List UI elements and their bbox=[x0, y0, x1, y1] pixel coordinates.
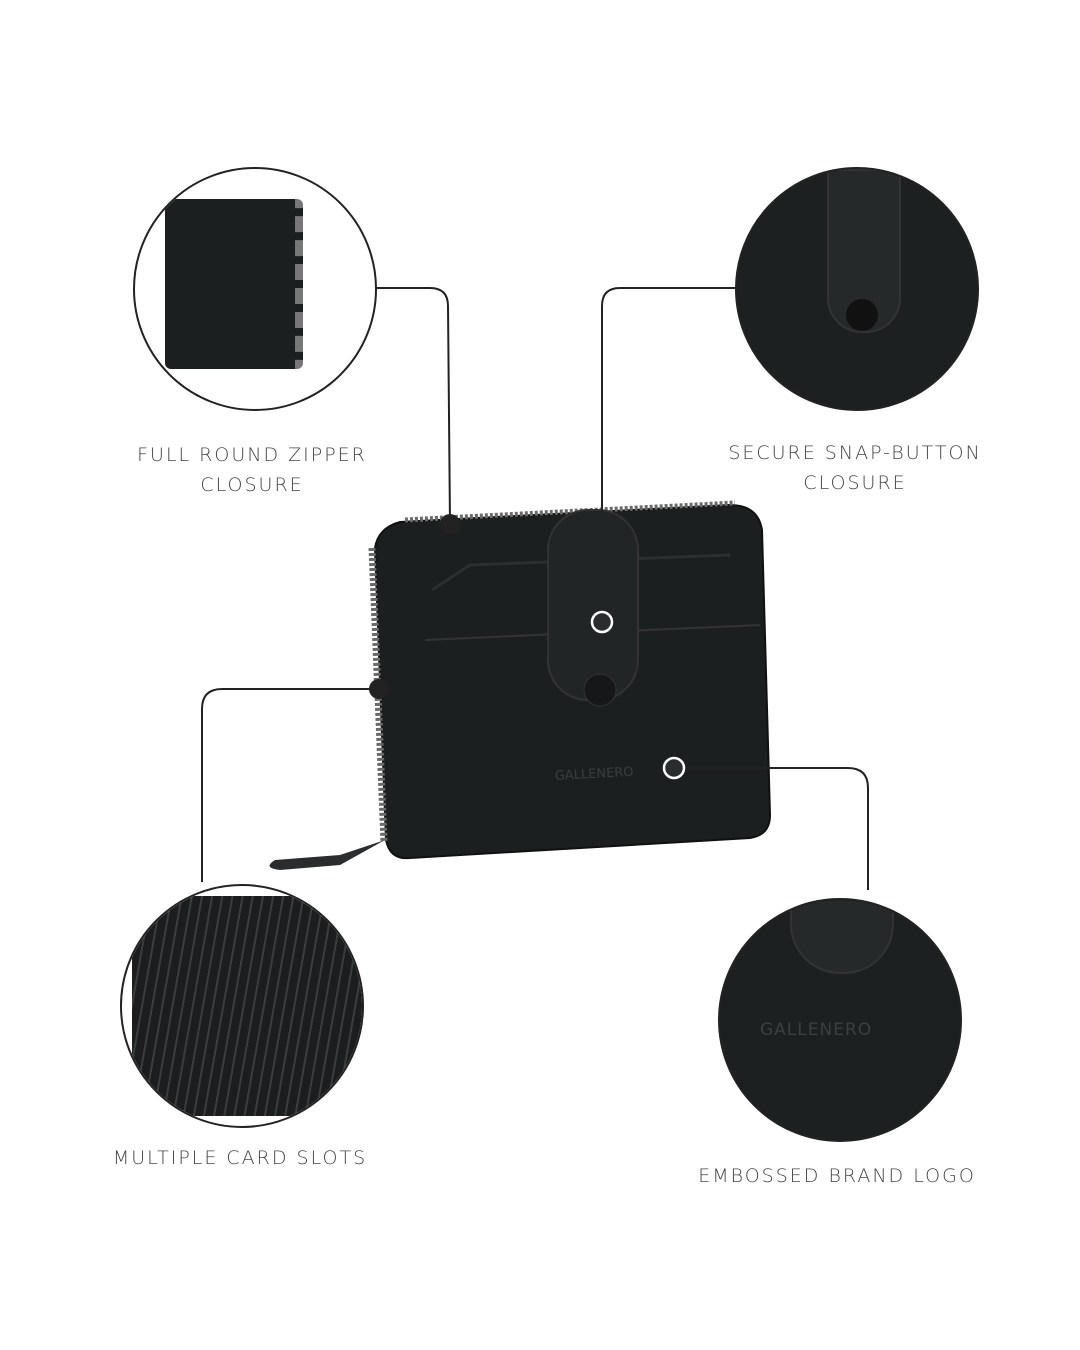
embossed-logo: GALLENERO bbox=[760, 1020, 873, 1040]
label-line: FULL ROUND ZIPPER bbox=[137, 444, 367, 466]
brand-logo-closeup-image: GALLENERO bbox=[718, 898, 962, 1142]
feature-label-snap-button: SECURE SNAP-BUTTON CLOSURE bbox=[695, 438, 1015, 498]
label-line: EMBOSSED BRAND LOGO bbox=[698, 1165, 976, 1187]
label-line: CLOSURE bbox=[803, 472, 907, 494]
snap-button-closeup-image bbox=[735, 167, 979, 411]
feature-label-zipper: FULL ROUND ZIPPER CLOSURE bbox=[92, 440, 412, 500]
feature-label-card-slots: MULTIPLE CARD SLOTS bbox=[80, 1143, 400, 1173]
label-line: SECURE SNAP-BUTTON bbox=[728, 442, 982, 464]
label-line: CLOSURE bbox=[200, 474, 304, 496]
svg-text:GALLENERO: GALLENERO bbox=[554, 765, 634, 784]
feature-label-brand-logo: EMBOSSED BRAND LOGO bbox=[677, 1161, 997, 1191]
card-slots-closeup-image bbox=[120, 884, 364, 1128]
label-line: MULTIPLE CARD SLOTS bbox=[112, 1147, 368, 1169]
wallet-product-image: GALLENERO bbox=[269, 500, 772, 870]
zipper-closeup-image bbox=[133, 167, 377, 411]
